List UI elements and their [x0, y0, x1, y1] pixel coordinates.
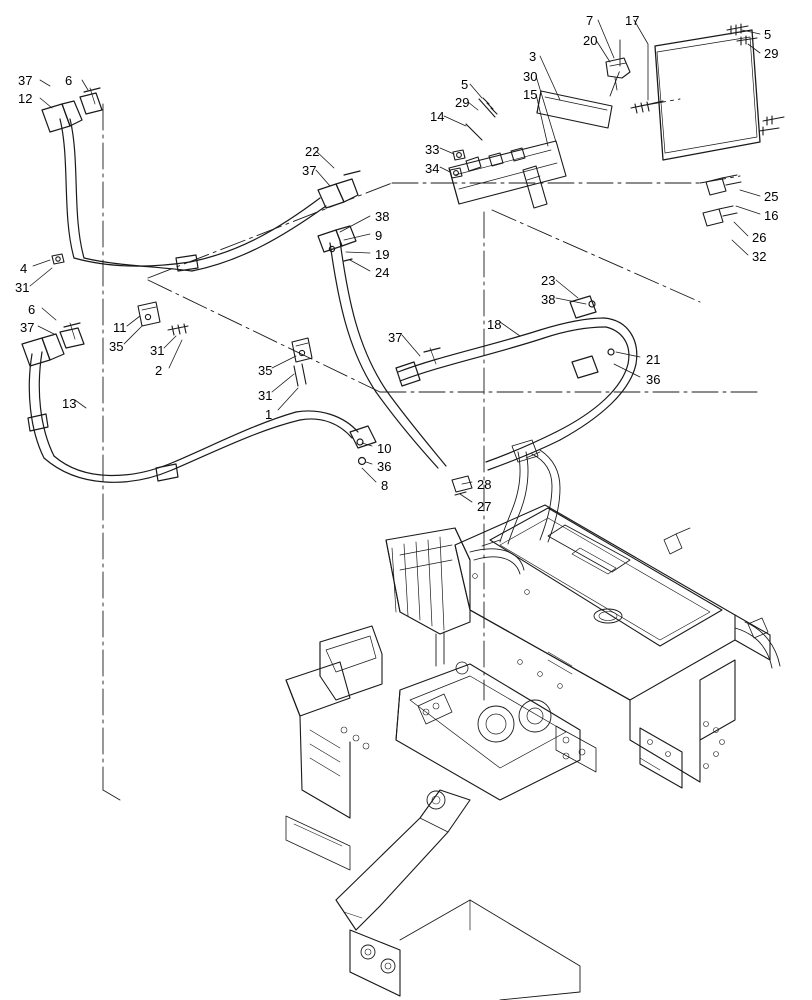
callout-30: 30 [523, 69, 538, 84]
callout-34: 34 [425, 161, 440, 176]
callout-3: 3 [529, 49, 537, 64]
callout-31-c: 31 [258, 388, 273, 403]
callout-15: 15 [523, 87, 538, 102]
centerlines [102, 39, 761, 801]
hose-1 [317, 225, 447, 469]
valve-bracket-assembly [448, 57, 664, 209]
callout-35-a: 35 [109, 339, 124, 354]
callout-5-b: 5 [461, 77, 469, 92]
callout-21: 21 [646, 352, 661, 367]
callout-5-a: 5 [764, 27, 772, 42]
callout-6-b: 6 [28, 302, 36, 317]
callout-31-b: 31 [150, 343, 165, 358]
callout-10: 10 [377, 441, 392, 456]
callout-18: 18 [487, 317, 502, 332]
callout-12: 12 [18, 91, 33, 106]
machine-chassis [285, 439, 781, 1000]
callout-37-d: 37 [388, 330, 403, 345]
callout-33: 33 [425, 142, 440, 157]
callout-4: 4 [20, 261, 28, 276]
callout-8: 8 [381, 478, 389, 493]
callout-37-c: 37 [20, 320, 35, 335]
callout-20: 20 [583, 33, 598, 48]
callout-31-a: 31 [15, 280, 30, 295]
callout-38-b: 38 [541, 292, 556, 307]
right-fittings-group [702, 174, 742, 227]
callout-7: 7 [586, 13, 594, 28]
callout-32: 32 [752, 249, 767, 264]
cover-plate-group [654, 23, 785, 161]
callout-16: 16 [764, 208, 779, 223]
callout-26: 26 [752, 230, 767, 245]
callout-37-b: 37 [302, 163, 317, 178]
callout-6-a: 6 [65, 73, 73, 88]
callout-25: 25 [764, 189, 779, 204]
callout-17: 17 [625, 13, 640, 28]
small-parts-cluster [51, 253, 313, 387]
callout-37-a: 37 [18, 73, 33, 88]
callout-1: 1 [265, 407, 273, 422]
hose-18 [395, 295, 638, 471]
leader-lines [29, 19, 761, 503]
callout-13: 13 [62, 396, 77, 411]
callout-24: 24 [375, 265, 390, 280]
callout-22: 22 [305, 144, 320, 159]
callout-9: 9 [375, 228, 383, 243]
callout-27: 27 [477, 499, 492, 514]
callout-35-b: 35 [258, 363, 273, 378]
hose-22 [41, 87, 361, 272]
callout-29-b: 29 [455, 95, 470, 110]
callout-14: 14 [430, 109, 445, 124]
callout-29-a: 29 [764, 46, 779, 61]
callout-36-a: 36 [646, 372, 661, 387]
fittings-28-27 [451, 475, 473, 496]
callout-19: 19 [375, 247, 390, 262]
callout-11: 11 [113, 320, 127, 335]
callout-23: 23 [541, 273, 556, 288]
callout-28: 28 [477, 477, 492, 492]
hose-13 [21, 322, 377, 483]
callout-36-b: 36 [377, 459, 392, 474]
callout-38-a: 38 [375, 209, 390, 224]
callout-2: 2 [155, 363, 163, 378]
